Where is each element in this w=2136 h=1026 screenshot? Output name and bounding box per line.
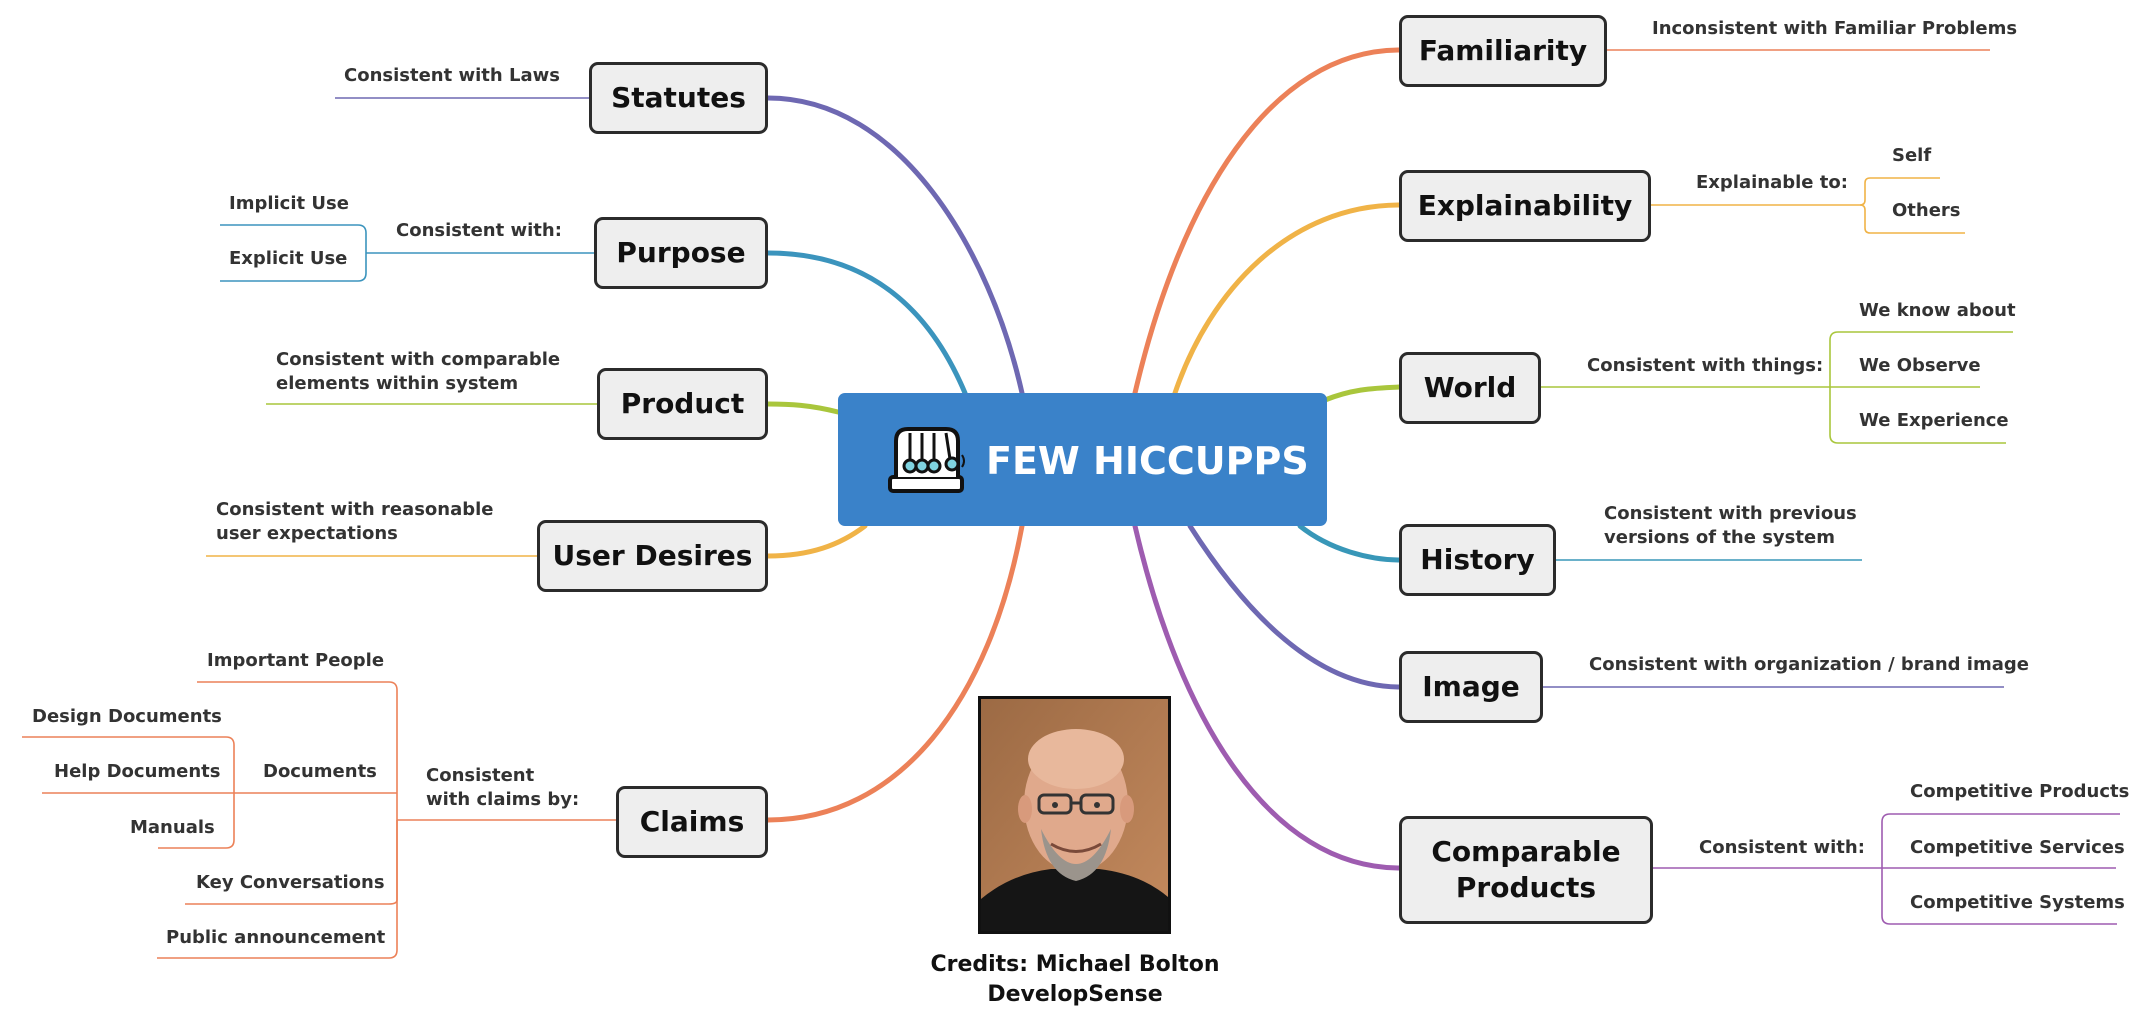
node-history[interactable]: History xyxy=(1399,524,1556,596)
branch-claims xyxy=(765,523,1025,823)
node-image[interactable]: Image xyxy=(1399,651,1543,723)
user-desires-detail-line2[interactable]: user expectations xyxy=(216,523,398,544)
world-we-know-about[interactable]: We know about xyxy=(1859,300,2016,321)
product-detail-line1[interactable]: Consistent with comparable xyxy=(276,349,561,370)
node-statutes[interactable]: Statutes xyxy=(589,62,768,134)
branch-user-desires xyxy=(765,523,868,559)
claims-sub-line1[interactable]: Consistent xyxy=(426,765,535,786)
branch-familiarity xyxy=(1132,47,1403,396)
comparable-competitive-services[interactable]: Competitive Services xyxy=(1910,837,2125,858)
statutes-detail[interactable]: Consistent with Laws xyxy=(344,65,560,86)
node-comparable-products-line1: Comparable xyxy=(1431,834,1621,868)
explainability-others[interactable]: Others xyxy=(1892,200,1961,221)
branch-statutes xyxy=(765,95,1025,396)
familiarity-detail[interactable]: Inconsistent with Familiar Problems xyxy=(1652,18,2018,39)
claims-important-people[interactable]: Important People xyxy=(207,650,385,671)
claims-key-conversations[interactable]: Key Conversations xyxy=(196,872,385,893)
branch-product xyxy=(765,401,841,415)
portrait-illustration xyxy=(981,699,1168,931)
node-product[interactable]: Product xyxy=(597,368,768,440)
node-comparable-products-line2: Products xyxy=(1455,871,1597,904)
author-photo xyxy=(978,696,1171,934)
branch-history xyxy=(1297,523,1403,563)
claims-public-announcement[interactable]: Public announcement xyxy=(166,927,386,948)
purpose-sub[interactable]: Consistent with: xyxy=(396,220,562,241)
claims-sub-line2[interactable]: with claims by: xyxy=(426,789,580,810)
node-purpose[interactable]: Purpose xyxy=(594,217,768,289)
purpose-explicit-use[interactable]: Explicit Use xyxy=(229,248,348,269)
image-detail[interactable]: Consistent with organization / brand ima… xyxy=(1589,654,2029,675)
claims-documents[interactable]: Documents xyxy=(263,761,377,782)
documents-help-documents[interactable]: Help Documents xyxy=(54,761,221,782)
comparable-sub[interactable]: Consistent with: xyxy=(1699,837,1865,858)
comparable-competitive-systems[interactable]: Competitive Systems xyxy=(1910,892,2125,913)
node-familiarity[interactable]: Familiarity xyxy=(1399,15,1607,87)
product-detail-line2[interactable]: elements within system xyxy=(276,373,519,394)
world-we-observe[interactable]: We Observe xyxy=(1859,355,1981,376)
history-detail-line1[interactable]: Consistent with previous xyxy=(1604,503,1857,524)
node-claims[interactable]: Claims xyxy=(616,786,768,858)
node-explainability[interactable]: Explainability xyxy=(1399,170,1651,242)
world-we-experience[interactable]: We Experience xyxy=(1859,410,2009,431)
history-detail-line2[interactable]: versions of the system xyxy=(1604,527,1835,548)
credits-line1: Credits: Michael Bolton xyxy=(930,952,1220,977)
user-desires-detail-line1[interactable]: Consistent with reasonable xyxy=(216,499,494,520)
newtons-cradle-icon xyxy=(888,427,965,493)
credits-line2: DevelopSense xyxy=(987,982,1163,1007)
branch-world xyxy=(1322,384,1403,403)
documents-design-documents[interactable]: Design Documents xyxy=(32,706,222,727)
branch-image xyxy=(1187,523,1403,690)
branch-purpose xyxy=(765,250,968,396)
central-topic-title: FEW HICCUPPS xyxy=(986,439,1309,483)
node-comparable-products[interactable]: Comparable Products xyxy=(1399,816,1653,924)
node-user-desires[interactable]: User Desires xyxy=(537,520,768,592)
explainability-sub[interactable]: Explainable to: xyxy=(1696,172,1848,193)
node-world[interactable]: World xyxy=(1399,352,1541,424)
world-sub[interactable]: Consistent with things: xyxy=(1587,355,1824,376)
comparable-competitive-products[interactable]: Competitive Products xyxy=(1910,781,2130,802)
explainability-self[interactable]: Self xyxy=(1892,145,1932,166)
documents-manuals[interactable]: Manuals xyxy=(130,817,215,838)
branch-explainability xyxy=(1172,202,1403,396)
purpose-implicit-use[interactable]: Implicit Use xyxy=(229,193,349,214)
central-topic[interactable]: FEW HICCUPPS xyxy=(838,393,1327,526)
credits: Credits: Michael Bolton DevelopSense xyxy=(900,950,1250,1010)
branch-comparable xyxy=(1132,523,1403,871)
